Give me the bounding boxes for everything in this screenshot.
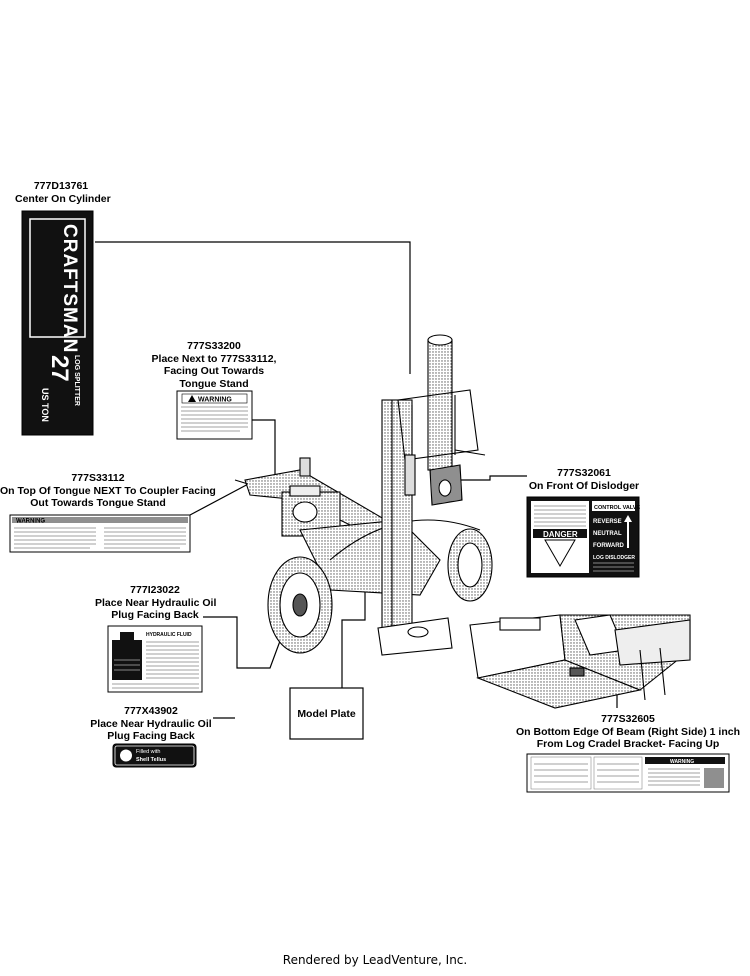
- control-valve-decal: DANGER CONTROL VALVE REVERSE NEUTRAL FOR…: [526, 496, 640, 578]
- label-777I23022: 777I23022 Place Near Hydraulic Oil Plug …: [95, 584, 217, 622]
- control-valve-title: CONTROL VALVE: [594, 505, 640, 511]
- hand-hazard-icon: [544, 539, 576, 568]
- part-number: 777S32605: [601, 713, 655, 725]
- hydraulic-fluid-decal: HYDRAULIC FLUID: [107, 625, 203, 693]
- label-model-plate: Model Plate: [297, 708, 356, 720]
- part-number: 777I23022: [130, 584, 180, 596]
- label-777S33200: 777S33200 Place Next to 777S33112, Facin…: [146, 340, 282, 390]
- leader-lines: [95, 241, 618, 719]
- placement-note-line1: Place Near Hydraulic Oil: [90, 717, 212, 730]
- model-plate-box: [289, 687, 364, 740]
- part-number: 777S33200: [187, 340, 241, 352]
- placement-note-line2: From Log Cradel Bracket- Facing Up: [536, 738, 720, 750]
- beam-warning-title: WARNING: [670, 759, 694, 765]
- placement-note-line1: On Top Of Tongue NEXT To Coupler Facing: [0, 484, 216, 497]
- label-777S33112: 777S33112 On Top Of Tongue NEXT To Coupl…: [0, 472, 216, 510]
- warning-decal-777S33200: WARNING: [176, 390, 253, 440]
- beam-decal-777S32605: WARNING: [526, 753, 730, 793]
- warning-strip-title: WARNING: [16, 519, 45, 525]
- hydraulic-fluid-title: HYDRAULIC FLUID: [146, 632, 192, 638]
- us-ton-text: US TON: [40, 388, 50, 422]
- placement-note: On Front Of Dislodger: [528, 479, 640, 492]
- label-777D13761: 777D13761 Center On Cylinder: [15, 180, 111, 205]
- craftsman-decal: CRAFTSMAN 27 US TON LOG SPLITTER: [21, 210, 94, 436]
- leader-777S33112: [189, 481, 253, 516]
- part-number: 777S33112: [71, 472, 125, 484]
- log-splitter-illustration: [234, 334, 493, 656]
- oil-fill-text: Filled with: [136, 749, 160, 755]
- leader-777S32061: [455, 475, 527, 481]
- beam-detail-illustration: [469, 614, 691, 709]
- placement-note-line2: Facing Out Towards: [163, 365, 265, 377]
- tonnage-text: 27: [46, 355, 73, 382]
- placement-note-line1: On Bottom Edge Of Beam (Right Side) 1 in…: [515, 725, 740, 738]
- arrow-up-icon: [624, 515, 632, 522]
- placement-note-line3: Tongue Stand: [179, 377, 249, 390]
- placement-note-line1: Place Next to 777S33112,: [151, 352, 277, 365]
- part-number: 777S32061: [557, 467, 611, 479]
- warning-triangle-icon: [188, 395, 196, 402]
- log-dislodger-text: LOG DISLODGER: [593, 555, 635, 561]
- placement-note-line2: Plug Facing Back: [111, 609, 199, 621]
- forward-text: FORWARD: [593, 543, 625, 549]
- part-number: 777D13761: [33, 180, 89, 192]
- placement-note: Center On Cylinder: [15, 192, 111, 205]
- leader-777S33200: [252, 419, 276, 483]
- warning-decal-777S33112: WARNING: [9, 514, 191, 553]
- label-777S32061: 777S32061 On Front Of Dislodger: [528, 467, 640, 492]
- neutral-text: NEUTRAL: [593, 531, 622, 537]
- footer-credit: Rendered by LeadVenture, Inc.: [282, 953, 468, 967]
- shell-logo-icon: [120, 749, 132, 762]
- label-777S32605: 777S32605 On Bottom Edge Of Beam (Right …: [510, 713, 746, 751]
- placement-note-line2: Plug Facing Back: [107, 730, 195, 742]
- log-splitter-text: LOG SPLITTER: [73, 355, 80, 406]
- warning-title: WARNING: [198, 397, 232, 404]
- reverse-text: REVERSE: [593, 519, 622, 525]
- label-777X43902: 777X43902 Place Near Hydraulic Oil Plug …: [90, 705, 212, 743]
- danger-title: DANGER: [543, 530, 578, 539]
- leader-777D13761: [95, 241, 411, 374]
- placement-note-line1: Place Near Hydraulic Oil: [95, 596, 217, 609]
- oil-sticker-decal: Filled with Shell Tellus: [112, 743, 197, 768]
- oil-brand-text: Shell Tellus: [136, 757, 166, 763]
- placement-note-line2: Out Towards Tongue Stand: [30, 497, 166, 509]
- craftsman-brand-text: CRAFTSMAN: [59, 224, 80, 353]
- part-number: 777X43902: [124, 705, 178, 717]
